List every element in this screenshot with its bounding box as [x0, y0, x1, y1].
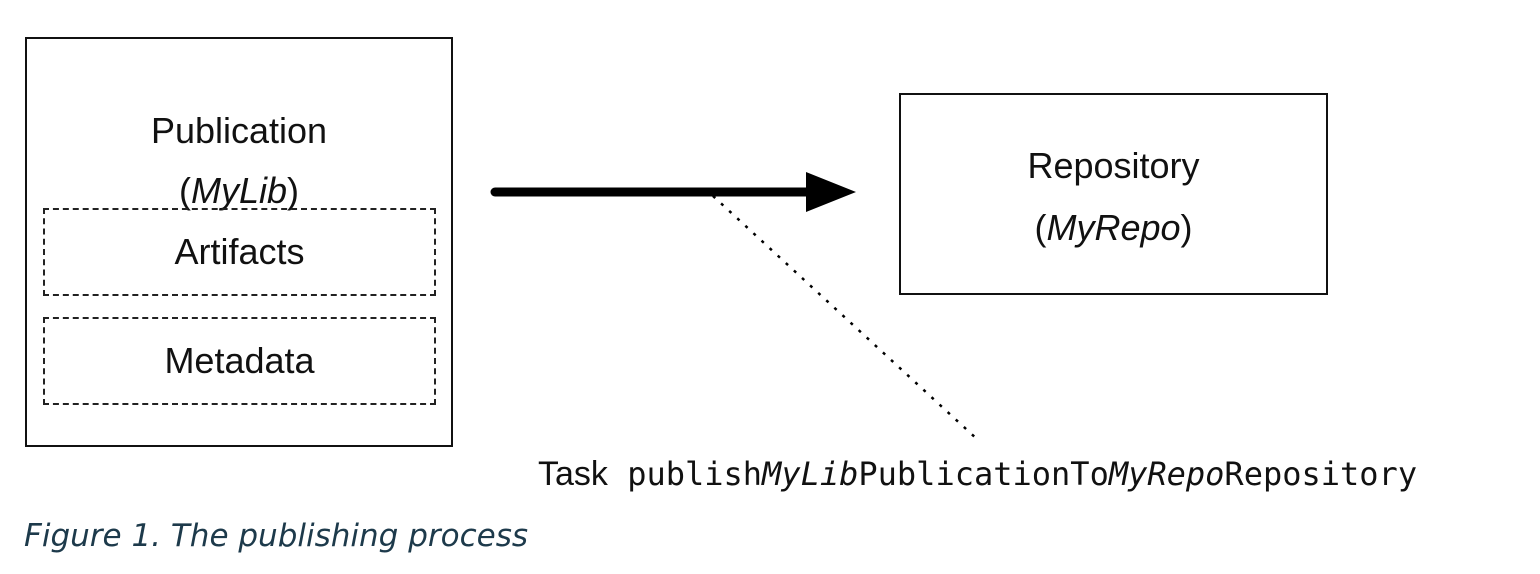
task-name-part: MyRepo	[1108, 455, 1225, 493]
artifacts-box: Artifacts	[43, 208, 436, 296]
paren-open: (	[178, 170, 191, 211]
task-name-part: PublicationTo	[858, 455, 1109, 493]
repository-name: MyRepo	[1046, 207, 1181, 248]
paren-close: )	[287, 170, 300, 211]
task-name-part: Repository	[1224, 455, 1418, 493]
publication-title: Publication	[150, 110, 328, 151]
task-name-part: MyLib	[762, 455, 859, 493]
publication-box: Publication (MyLib) Artifacts Metadata	[25, 37, 453, 447]
paren-open: (	[1034, 207, 1047, 248]
repository-box: Repository (MyRepo)	[899, 93, 1328, 295]
task-label: Task publishMyLibPublicationToMyRepoRepo…	[538, 452, 1417, 496]
publication-name-line: (MyLib)	[27, 171, 451, 211]
task-prefix: Task	[538, 455, 608, 493]
publication-name: MyLib	[190, 170, 288, 211]
repository-name-line: (MyRepo)	[901, 208, 1326, 248]
publish-arrowhead	[806, 172, 856, 212]
figure-caption: Figure 1. The publishing process	[24, 518, 529, 554]
paren-close: )	[1180, 207, 1193, 248]
metadata-box: Metadata	[43, 317, 436, 405]
repository-title: Repository	[1027, 145, 1200, 186]
task-name-part: publish	[627, 455, 763, 493]
